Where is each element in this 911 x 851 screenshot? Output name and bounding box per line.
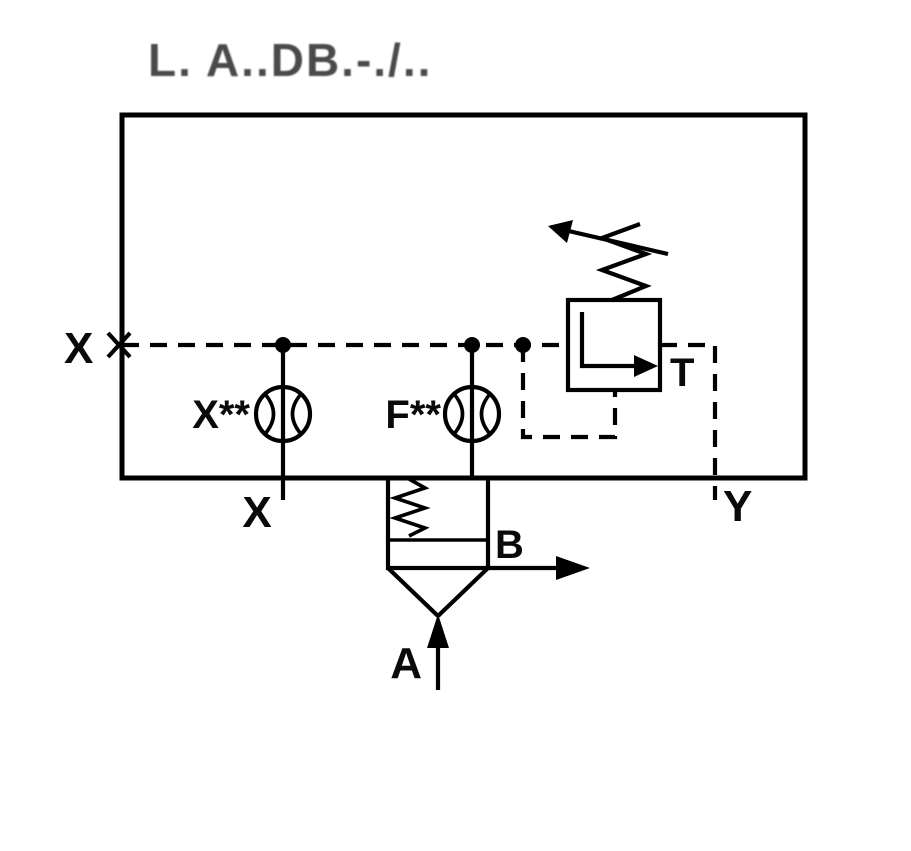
- relief-flow-path: [579, 312, 634, 369]
- spring-icon: [389, 477, 431, 538]
- plugged-port-cross-icon: [106, 331, 132, 359]
- flow-arrow-icon: [634, 355, 658, 377]
- port-a-label: A: [390, 639, 422, 688]
- port-a-flow: [427, 614, 449, 690]
- poppet-seat-right: [436, 566, 490, 618]
- port-x-bottom-label: X: [242, 488, 271, 537]
- relief-drain-loop: [520, 345, 618, 440]
- diagram-title: L. A..DB.-./..: [148, 34, 432, 86]
- port-b-flow: [488, 556, 590, 580]
- orifice-icon: [253, 384, 313, 444]
- orifice-x-label: X**: [192, 393, 250, 437]
- orifice-icon: [442, 384, 502, 444]
- spring-icon: [595, 222, 653, 302]
- port-t-label: T: [670, 351, 694, 395]
- flow-arrow-icon: [556, 556, 590, 580]
- port-x-left-label: X: [64, 324, 93, 373]
- orifice-f-label: F**: [385, 393, 441, 437]
- orifice-f-branch: [442, 345, 502, 478]
- pilot-relief-valve: [548, 220, 669, 393]
- cartridge-body: [385, 475, 491, 571]
- adjustment-arrow-shaft: [559, 226, 669, 257]
- orifice-x-branch: [253, 345, 313, 500]
- main-poppet-cartridge: [385, 475, 491, 618]
- flow-arrow-icon: [427, 614, 449, 648]
- port-y-label: Y: [723, 482, 752, 531]
- port-b-label: B: [495, 523, 524, 567]
- junction-dot: [464, 337, 480, 353]
- junction-dot: [275, 337, 291, 353]
- adjustment-arrow-head-icon: [548, 220, 573, 243]
- poppet-seat-left: [386, 566, 440, 618]
